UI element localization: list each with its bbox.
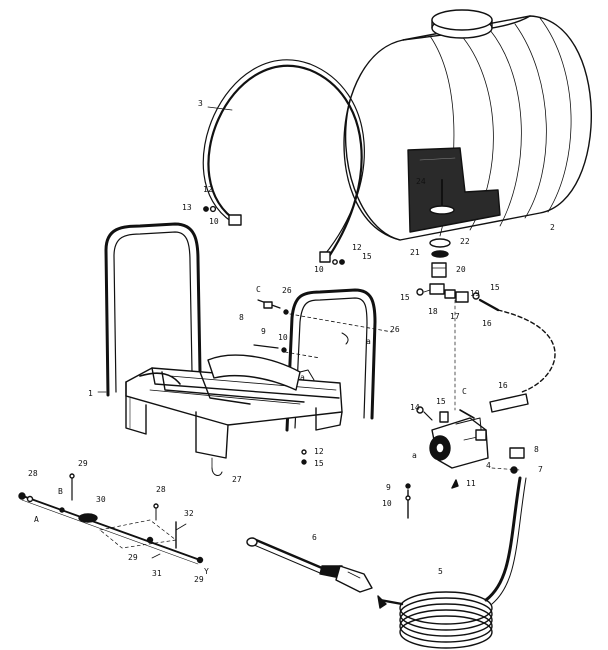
tank-strap [202,59,365,263]
spray-wand [246,537,373,593]
callout-28: 28 [28,469,38,478]
callout-10: 10 [314,265,324,274]
callout-12: 12 [314,447,324,456]
callout-16: 16 [498,381,508,390]
callout-a: A [34,515,39,524]
callout-15: 15 [362,252,372,261]
callout-14: 14 [410,403,420,412]
hose-coil [377,476,527,649]
callout-28: 28 [156,485,166,494]
frame-hardware [203,205,393,476]
callout-29: 29 [128,553,138,562]
callout-26: 26 [282,286,292,295]
callout-29: 29 [194,575,204,584]
pump [405,406,525,519]
callout-10: 10 [209,217,219,226]
callout-13: 13 [182,203,192,212]
callout-b: B [58,487,63,496]
callout-12: 12 [352,243,362,252]
callout-c: C [462,387,467,396]
callout-8: 8 [239,313,244,322]
callout-21: 21 [410,248,420,257]
callout-17: 17 [450,312,460,321]
callout-15: 15 [314,459,324,468]
callout-2: 2 [550,223,555,232]
callout-11: 11 [466,479,476,488]
callout-10: 10 [382,499,392,508]
callout-9: 9 [261,327,266,336]
callout-a: a [412,451,417,460]
callout-12: 12 [203,185,213,194]
callout-a: a [300,373,305,382]
callout-a: a [366,337,371,346]
callout-4: 4 [486,461,491,470]
callout-6: 6 [312,533,317,542]
callout-31: 31 [152,569,162,578]
callout-8: 8 [534,445,539,454]
callout-3: 3 [198,99,203,108]
callout-1: 1 [88,389,93,398]
callout-15: 15 [490,283,500,292]
callout-5: 5 [438,567,443,576]
callout-30: 30 [96,495,106,504]
frame [97,222,377,459]
callout-c: C [256,285,261,294]
callout-10: 10 [278,333,288,342]
tank [343,9,592,241]
manifold-fittings [416,283,556,413]
callout-16: 16 [482,319,492,328]
tank-fitting-stack [429,179,455,278]
axle-assembly [18,473,204,565]
callout-7: 7 [538,465,543,474]
callout-24: 24 [416,177,426,186]
callout-15: 15 [400,293,410,302]
callout-20: 20 [456,265,466,274]
callout-15: 15 [436,397,446,406]
callout-19: 19 [470,289,480,298]
callout-y: Y [204,567,209,576]
callout-22: 22 [460,237,470,246]
callout-32: 32 [184,509,194,518]
callout-9: 9 [386,483,391,492]
callout-26: 26 [390,325,400,334]
callout-18: 18 [428,307,438,316]
callout-29: 29 [78,459,88,468]
callout-27: 27 [232,475,242,484]
